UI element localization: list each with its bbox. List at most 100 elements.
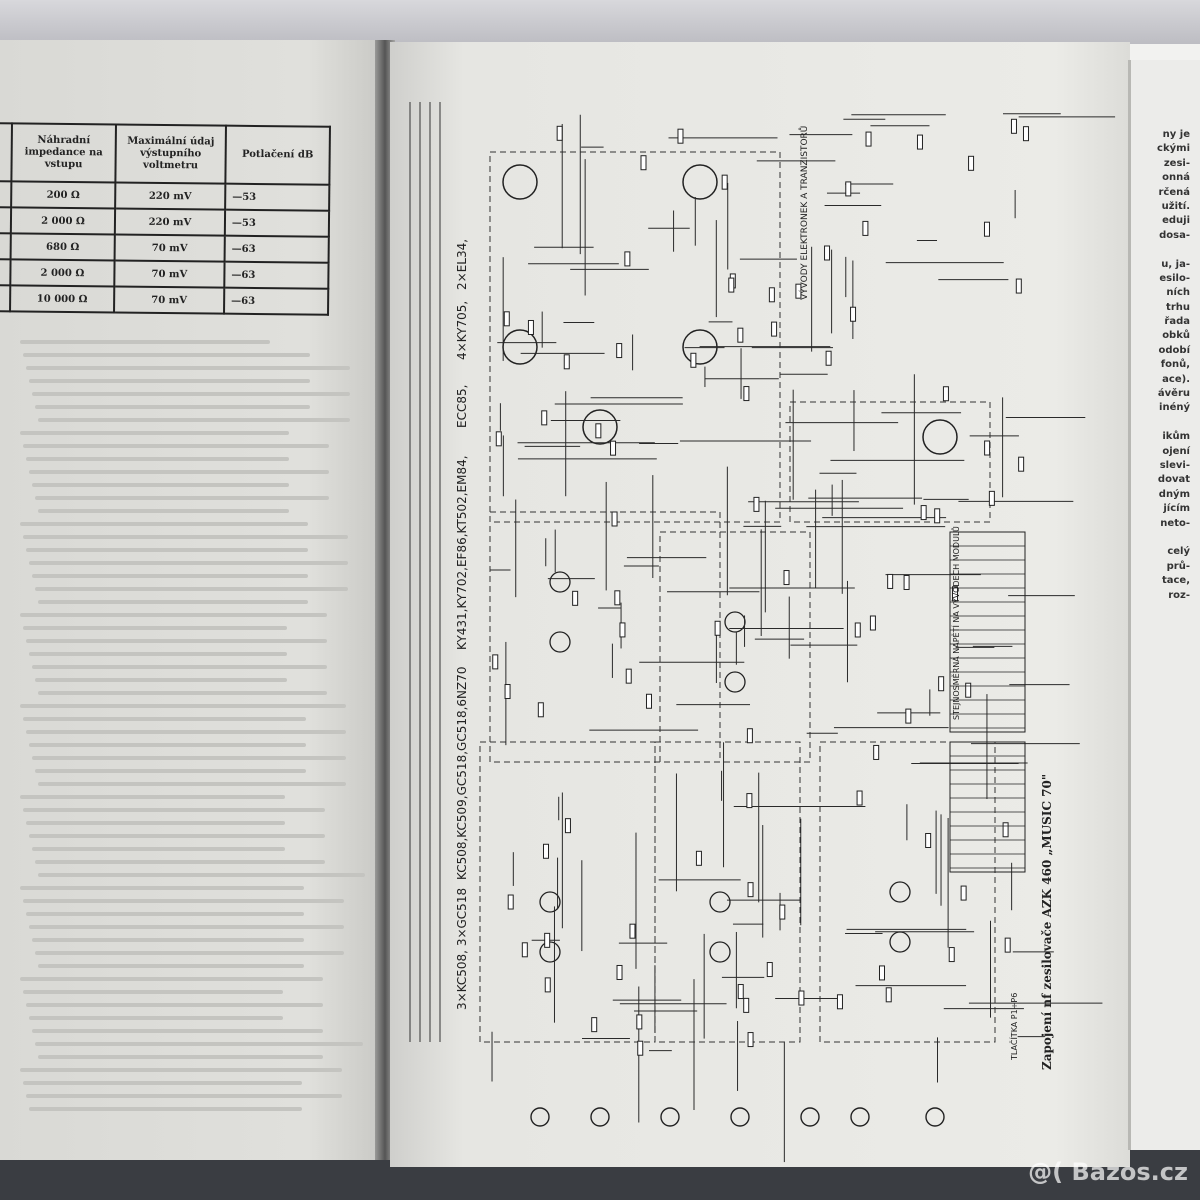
cell: 70 mV [114,234,225,262]
cell: —63 [224,235,329,263]
resistor-symbol [629,923,636,939]
resistor-symbol [563,354,570,370]
cell: —63 [224,261,329,289]
blurred-line [23,1081,302,1085]
cell: 2 000 Ω [10,259,115,287]
resistor-symbol [616,964,623,980]
blurred-line [35,587,348,591]
blurred-line [20,340,270,344]
header-suppression: Potlačení dB [225,125,330,185]
resistor-symbol [624,251,631,267]
resistor-symbol [938,676,945,692]
resistor-symbol [636,1014,643,1030]
resistor-symbol [795,283,802,299]
resistor-symbol [737,327,744,343]
transistor-symbol [539,891,561,913]
blurred-line [38,418,350,422]
circuit-schematic [409,102,1116,1163]
resistor-symbol [507,894,514,910]
input-connector-icon [925,1107,945,1127]
blurred-line [23,717,306,721]
resistor-symbol [1002,822,1009,838]
insert-text-line: dným [1158,488,1190,500]
resistor-symbol [591,1017,598,1033]
resistor-symbol [728,277,735,293]
input-connector-icon [530,1107,550,1127]
resistor-symbol [495,431,502,447]
cell: 2 000 Ω [10,207,116,235]
voltage-table [949,741,1026,873]
blurred-line [38,691,327,695]
resistor-symbol [925,833,932,849]
resistor-symbol [747,882,754,898]
blurred-line [35,678,287,682]
resistor-symbol [714,620,721,636]
blurred-line [20,522,308,526]
resistor-symbol [798,990,805,1006]
module-box [654,741,801,1043]
resistor-symbol [544,932,551,948]
resistor-symbol [543,843,550,859]
cell: —53 [224,209,330,237]
resistor-symbol [619,622,626,638]
tube-label: 4×KY705, [455,300,469,360]
header-impedance: Náhradní impedance na vstupu [11,123,116,183]
blurred-line [38,782,346,786]
blurred-line [29,652,287,656]
resistor-symbol [984,440,991,456]
insert-text-line: esilo- [1159,272,1190,284]
resistor-symbol [771,321,778,337]
resistor-symbol [503,311,510,327]
blurred-line [29,379,310,383]
cell: —63 [224,287,329,315]
tube-symbol [582,409,618,445]
insert-text-line: odobí [1158,344,1190,356]
blurred-line [32,392,350,396]
resistor-symbol [903,574,910,590]
resistor-symbol [920,505,927,521]
resistor-symbol [564,818,571,834]
resistor-symbol [743,386,750,402]
insert-text-line: ávěru [1157,388,1190,400]
insert-text-line: ojení [1162,445,1190,457]
cell: 220 mV [114,208,226,236]
blurred-line [32,1029,323,1033]
resistor-symbol [645,693,652,709]
resistor-symbol [768,287,775,303]
cell: 10 000 Ω [10,285,115,313]
insert-text-line: trhu [1166,301,1190,313]
insert-text-line: dovat [1157,474,1190,486]
blurred-line [26,912,304,916]
blurred-line [23,626,287,630]
resistor-symbol [1018,456,1025,472]
insert-text-line: obků [1162,330,1190,342]
insert-text-line: rčená [1158,186,1190,198]
blurred-line [29,470,329,474]
blurred-line [23,535,348,539]
resistor-symbol [753,496,760,512]
blurred-line [20,886,304,890]
figure-caption: Zapojení nf zesilovače AZK 460 „MUSIC 70… [1040,773,1054,1070]
input-connector-icon [730,1107,750,1127]
resistor-symbol [942,386,949,402]
cell: —53 [225,183,330,211]
section-label: VÝVODY ELEKTRONEK A TRANZISTORŮ [800,125,810,300]
left-page: Náhradní impedance na vstupu Maximální ú… [0,40,385,1160]
resistor-symbol [721,174,728,190]
resistor-symbol [544,977,551,993]
resistor-symbol [743,997,750,1013]
resistor-symbol [616,343,623,359]
blurred-line [26,457,289,461]
resistor-symbol [640,155,647,171]
resistor-symbol [948,947,955,963]
resistor-symbol [825,350,832,366]
blurred-line [29,1107,302,1111]
insert-text-line: ikům [1162,431,1190,443]
blurred-line [38,600,308,604]
cell: 680 Ω [10,233,115,261]
